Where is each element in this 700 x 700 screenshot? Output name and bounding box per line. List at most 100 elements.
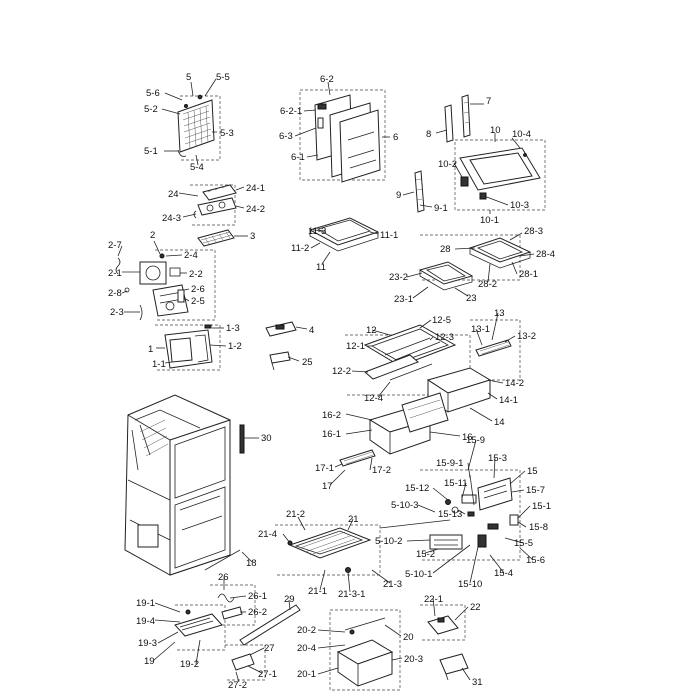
label-5-6: 5-6: [146, 88, 160, 99]
parts-7-8-drawing: [444, 94, 471, 143]
label-15-9-1: 15-9-1: [436, 458, 463, 469]
label-5-10-2: 5-10-2: [375, 536, 402, 547]
label-19: 19: [144, 656, 155, 667]
label-24-2: 24-2: [246, 204, 265, 215]
label-19-3: 19-3: [138, 638, 157, 649]
label-15-8: 15-8: [529, 522, 548, 533]
label-21: 21: [348, 514, 359, 525]
label-17-2: 17-2: [372, 465, 391, 476]
label-15-1: 15-1: [532, 501, 551, 512]
label-15-11: 15-11: [444, 478, 468, 489]
label-10-1: 10-1: [480, 215, 499, 226]
label-6-2: 6-2: [320, 74, 334, 85]
label-2-6: 2-6: [191, 284, 205, 295]
label-15-4: 15-4: [494, 568, 513, 579]
part-24-drawing: [193, 184, 237, 219]
label-28-2: 28-2: [478, 279, 497, 290]
part-11-drawing: [308, 217, 380, 252]
label-2-3: 2-3: [110, 307, 124, 318]
label-12-2: 12-2: [332, 366, 351, 377]
label-6-3: 6-3: [279, 131, 293, 142]
label-5-10-1: 5-10-1: [405, 569, 432, 580]
label-27-1: 27-1: [258, 669, 277, 680]
label-2-1: 2-1: [108, 268, 122, 279]
part-4-drawing: [265, 321, 297, 337]
label-26: 26: [218, 572, 229, 583]
part-5-drawing: [177, 94, 215, 157]
part-12-drawing: [363, 324, 457, 381]
label-25: 25: [302, 357, 313, 368]
label-29: 29: [284, 594, 295, 605]
label-21-2: 21-2: [286, 509, 305, 520]
label-24-3: 24-3: [162, 213, 181, 224]
label-13: 13: [494, 308, 505, 319]
part-28-drawing: [468, 237, 532, 269]
label-26-2: 26-2: [248, 607, 267, 618]
label-12: 12: [366, 325, 377, 336]
label-22: 22: [470, 602, 481, 613]
part-31-drawing: [439, 653, 469, 681]
part-26-drawing: [217, 593, 243, 620]
part-10-drawing: [459, 147, 541, 200]
label-2-4: 2-4: [184, 250, 198, 261]
label-10-4: 10-4: [512, 129, 531, 140]
label-2-8: 2-8: [108, 288, 122, 299]
label-16-2: 16-2: [322, 410, 341, 421]
label-2-5: 2-5: [191, 296, 205, 307]
part-21-drawing: [287, 527, 372, 573]
label-12-4: 12-4: [364, 393, 383, 404]
group-boxes: [155, 89, 546, 691]
label-21-1: 21-1: [308, 586, 327, 597]
label-28-3: 28-3: [524, 226, 543, 237]
label-2-7: 2-7: [108, 240, 122, 251]
label-27: 27: [264, 643, 275, 654]
label-21-4: 21-4: [258, 529, 277, 540]
part-25-drawing: [269, 351, 291, 371]
label-20-4: 20-4: [297, 643, 316, 654]
label-13-2: 13-2: [517, 331, 536, 342]
label-10: 10: [490, 125, 501, 136]
label-21-3-1: 21-3-1: [338, 589, 365, 600]
label-20-3: 20-3: [404, 654, 423, 665]
label-17: 17: [322, 481, 333, 492]
part-3-drawing: [197, 229, 235, 247]
part-15-drawing: [379, 474, 519, 550]
label-24: 24: [168, 189, 179, 200]
label-11-2: 11-2: [291, 243, 309, 254]
label-19-4: 19-4: [136, 616, 155, 627]
label-8: 8: [426, 129, 431, 140]
label-30: 30: [261, 433, 272, 444]
leader-lines: [117, 78, 535, 683]
label-19-2: 19-2: [180, 659, 199, 670]
part-9-drawing: [414, 170, 425, 213]
label-5-10-3: 5-10-3: [391, 500, 418, 511]
label-9-1: 9-1: [434, 203, 448, 214]
label-1-1: 1-1: [152, 359, 166, 370]
label-28: 28: [440, 244, 451, 255]
label-28-1: 28-1: [519, 269, 538, 280]
label-26-1: 26-1: [248, 591, 267, 602]
label-15-10: 15-10: [458, 579, 482, 590]
part-29-drawing: [239, 604, 301, 646]
part-19-drawing: [174, 609, 223, 637]
label-21-3: 21-3: [383, 579, 402, 590]
part-23-drawing: [418, 261, 474, 291]
label-23: 23: [466, 293, 477, 304]
label-2: 2: [150, 230, 155, 241]
label-14: 14: [494, 417, 505, 428]
label-12-3: 12-3: [435, 332, 454, 343]
label-15-2: 15-2: [416, 549, 435, 560]
label-5-5: 5-5: [216, 72, 230, 83]
label-3: 3: [250, 231, 255, 242]
label-6: 6: [393, 132, 398, 143]
part-drawings: [115, 94, 541, 687]
label-1-2: 1-2: [228, 341, 242, 352]
label-23-1: 23-1: [394, 294, 413, 305]
label-31: 31: [472, 677, 483, 688]
label-7: 7: [486, 96, 491, 107]
label-12-1: 12-1: [346, 341, 365, 352]
label-27-2: 27-2: [228, 680, 247, 691]
label-1: 1: [148, 344, 153, 355]
label-1-3: 1-3: [226, 323, 240, 334]
